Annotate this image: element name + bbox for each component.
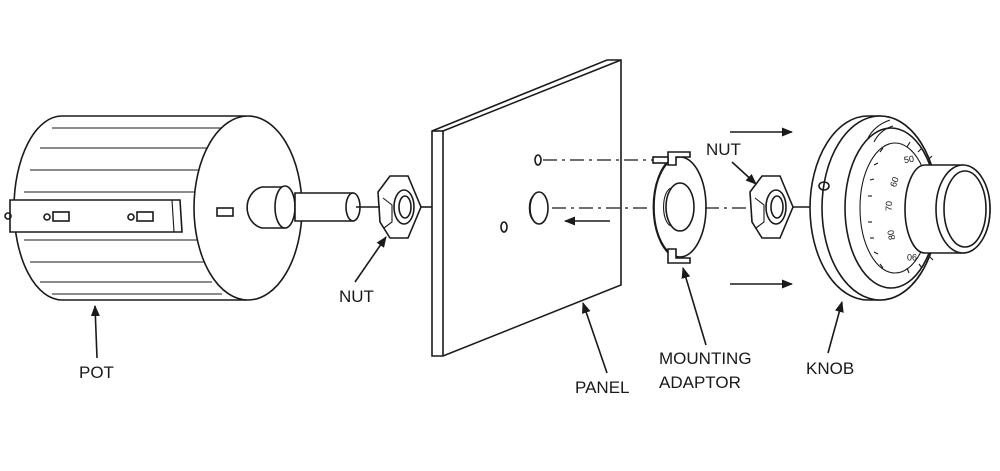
- label-nut-right: NUT: [706, 140, 741, 159]
- label-adaptor: ADAPTOR: [659, 373, 741, 392]
- dial-number-50: 50: [903, 154, 914, 165]
- assembly-lines: [356, 127, 810, 289]
- pot-body: [4, 115, 361, 301]
- leader-lines: [90, 161, 844, 374]
- dial-number-70: 70: [884, 201, 894, 211]
- nut-right: [749, 175, 794, 239]
- label-pot: POT: [79, 363, 114, 382]
- knob: 50 60 70 80 90: [809, 115, 991, 301]
- dial-number-60: 60: [888, 176, 901, 189]
- label-panel: PANEL: [575, 378, 630, 397]
- panel-plate: [431, 59, 622, 357]
- nut-left: [377, 175, 422, 239]
- label-mounting: MOUNTING: [659, 349, 752, 368]
- mounting-adaptor: [652, 151, 707, 264]
- label-nut-left: NUT: [339, 287, 374, 306]
- label-knob: KNOB: [806, 359, 854, 378]
- dial-number-80: 80: [886, 229, 898, 241]
- dial-number-90: 90: [907, 252, 917, 262]
